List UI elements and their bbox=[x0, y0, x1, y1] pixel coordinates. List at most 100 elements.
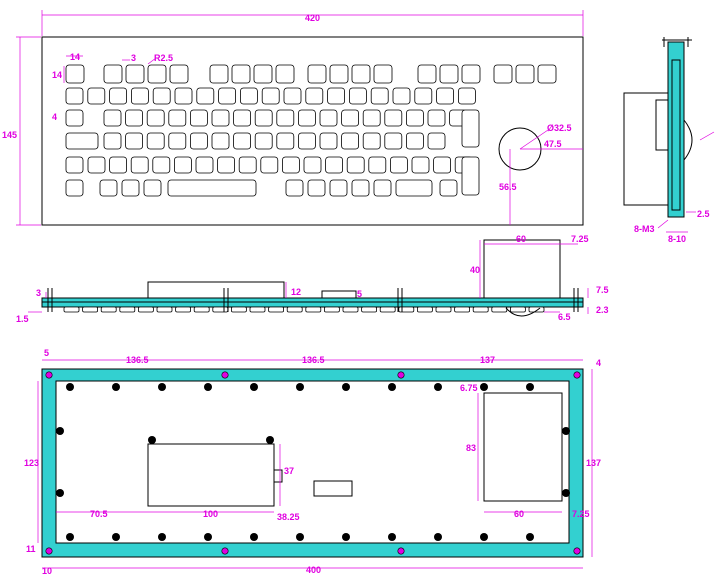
screw-right bbox=[562, 489, 570, 497]
key bbox=[329, 179, 348, 197]
front-key bbox=[491, 306, 508, 313]
key bbox=[261, 87, 280, 105]
key bbox=[125, 109, 143, 127]
front-key bbox=[212, 306, 229, 313]
front-key bbox=[323, 306, 340, 313]
front-key bbox=[137, 306, 154, 313]
dim-box-y: 38.25 bbox=[277, 512, 300, 522]
dim-mount-thread: 8-M3 bbox=[634, 224, 655, 234]
front-key bbox=[361, 306, 378, 313]
dim-plate-offset: 6.75 bbox=[460, 383, 478, 393]
key bbox=[130, 87, 149, 105]
dim-trackball-dia: Ø32.5 bbox=[547, 123, 572, 133]
bottom-box bbox=[147, 443, 275, 507]
front-key bbox=[119, 306, 136, 313]
dim-overall-height: 145 bbox=[2, 130, 17, 140]
mount-screw bbox=[397, 371, 405, 379]
front-key bbox=[398, 306, 415, 313]
key bbox=[319, 109, 338, 127]
key bbox=[329, 64, 349, 84]
keyboard-outline bbox=[41, 36, 584, 226]
front-key bbox=[193, 306, 210, 313]
key bbox=[351, 179, 370, 197]
key bbox=[146, 109, 165, 127]
key bbox=[209, 64, 229, 84]
key bbox=[121, 179, 140, 197]
key bbox=[275, 64, 295, 84]
front-key bbox=[100, 306, 117, 313]
front-key bbox=[342, 306, 359, 313]
key bbox=[439, 179, 458, 197]
key bbox=[281, 156, 300, 174]
screw-top bbox=[158, 383, 166, 391]
key bbox=[346, 156, 365, 174]
front-key bbox=[509, 306, 526, 313]
key bbox=[238, 156, 257, 174]
front-key bbox=[472, 306, 489, 313]
key bbox=[433, 156, 452, 174]
dim-box-height: 12 bbox=[291, 287, 301, 297]
key bbox=[231, 64, 251, 84]
front-key bbox=[230, 306, 247, 313]
key bbox=[276, 132, 295, 150]
key bbox=[319, 132, 338, 150]
screw-bottom bbox=[66, 533, 74, 541]
front-trackball bbox=[505, 307, 541, 317]
key bbox=[196, 87, 215, 105]
key bbox=[130, 156, 149, 174]
top-view: 420 145 Ø32.5 47.5 56.5 14 14 3 R2.5 4 bbox=[2, 10, 584, 226]
key bbox=[370, 87, 389, 105]
screw-top bbox=[250, 383, 258, 391]
key bbox=[427, 109, 446, 127]
key bbox=[515, 64, 535, 84]
front-key bbox=[379, 306, 396, 313]
key bbox=[325, 156, 344, 174]
key bbox=[341, 132, 360, 150]
key bbox=[341, 109, 360, 127]
dim-seg1: 136.5 bbox=[126, 355, 149, 365]
key bbox=[283, 87, 302, 105]
key bbox=[285, 179, 304, 197]
key bbox=[217, 156, 236, 174]
key bbox=[348, 87, 367, 105]
key bbox=[405, 132, 424, 150]
mount-screw bbox=[221, 371, 229, 379]
mount-screw bbox=[45, 547, 53, 555]
front-key bbox=[305, 306, 322, 313]
screw-top bbox=[388, 383, 396, 391]
key bbox=[146, 132, 165, 150]
side-view: 2.5 8-M3 8-10 bbox=[623, 37, 715, 244]
key bbox=[167, 179, 257, 197]
front-key bbox=[416, 306, 433, 313]
key bbox=[389, 156, 408, 174]
key bbox=[411, 156, 430, 174]
box-screw bbox=[266, 436, 274, 444]
dim-outer-height: 137 bbox=[586, 458, 601, 468]
dim-module-height: 40 bbox=[470, 265, 480, 275]
key bbox=[327, 87, 346, 105]
dim-plate-side: 7.25 bbox=[572, 509, 590, 519]
key bbox=[99, 179, 118, 197]
key bbox=[195, 156, 214, 174]
dim-trackball-x: 47.5 bbox=[544, 139, 562, 149]
box-screw bbox=[148, 436, 156, 444]
key bbox=[87, 87, 106, 105]
bottom-plate bbox=[483, 392, 563, 502]
key bbox=[307, 64, 327, 84]
key bbox=[152, 87, 171, 105]
screw-bottom bbox=[388, 533, 396, 541]
key bbox=[368, 156, 387, 174]
screw-bottom bbox=[158, 533, 166, 541]
key bbox=[439, 64, 459, 84]
dim-inner-height: 123 bbox=[24, 458, 39, 468]
front-key bbox=[82, 306, 98, 313]
dim-thread-length: 8-10 bbox=[668, 234, 686, 244]
screw-bottom bbox=[250, 533, 258, 541]
screw-bottom bbox=[434, 533, 442, 541]
key bbox=[362, 109, 381, 127]
key bbox=[152, 156, 171, 174]
key bbox=[109, 87, 127, 105]
screw-top bbox=[66, 383, 74, 391]
key bbox=[189, 109, 208, 127]
